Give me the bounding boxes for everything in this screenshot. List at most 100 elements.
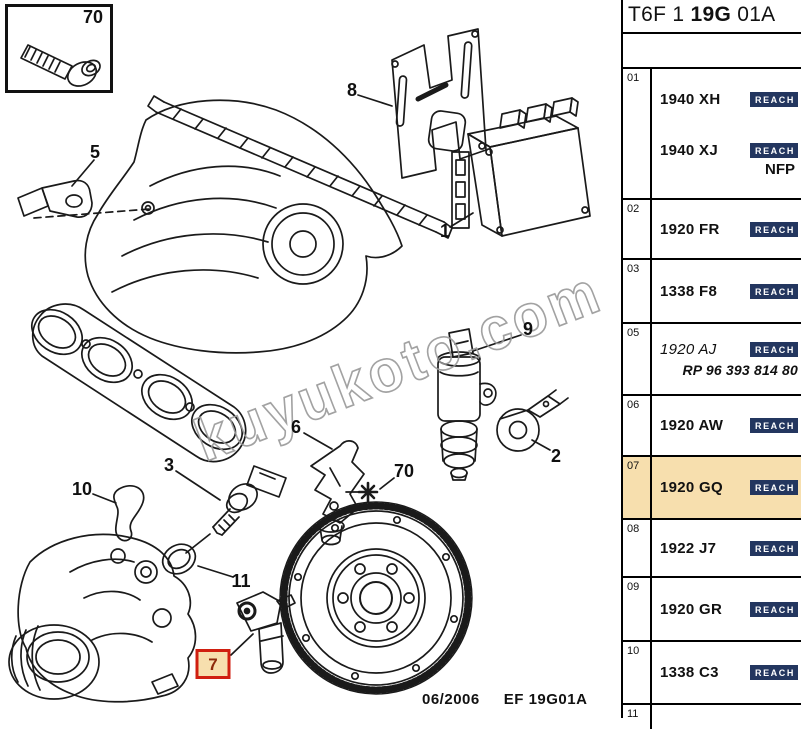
part-entry: 1940 XH REACH	[660, 91, 798, 108]
row-number: 07	[623, 457, 652, 518]
part-entry: 1920 GR REACH	[660, 601, 798, 618]
part-entry: 1940 XJ REACH	[660, 142, 798, 159]
parts-table-panel: T6F 1 19G 01A 01 1940 XH REACH 1940 XJ REACH…	[621, 0, 801, 729]
part-code[interactable]: 1920 GR	[660, 600, 723, 618]
part-code[interactable]: 1338 C3	[660, 664, 719, 681]
part-code[interactable]: 1922 J7	[660, 539, 717, 557]
part-entry: 1922 J7 REACH	[660, 540, 798, 557]
callout-3[interactable]: 3	[163, 455, 175, 475]
catalog-reference-suffix: 01A	[731, 3, 776, 26]
callout-1[interactable]: 1	[439, 221, 451, 241]
part-entry: 1338 F8 REACH	[660, 283, 798, 300]
diagram-footer: 06/2006 EF 19G01A	[422, 691, 587, 708]
reach-badge[interactable]: REACH	[749, 601, 798, 617]
inset-part-box: 70	[5, 4, 113, 93]
ecu-part1	[449, 97, 591, 237]
parts-row-10[interactable]: 10 1338 C3 REACH	[623, 642, 801, 705]
note-nfp: NFP	[765, 161, 795, 178]
inset-part-number: 70	[82, 7, 103, 27]
screw-icon	[20, 44, 101, 87]
reach-badge[interactable]: REACH	[749, 283, 798, 299]
thermostat-housing	[8, 533, 197, 703]
part-entry: 1920 AJ REACH	[660, 341, 798, 358]
parts-row-01[interactable]: 01 1940 XH REACH 1940 XJ REACH NFP	[623, 69, 801, 200]
row-number: 11	[623, 705, 652, 729]
callout-2[interactable]: 2	[550, 446, 562, 466]
clip-part10	[92, 484, 145, 542]
callout-9[interactable]: 9	[522, 319, 534, 339]
flywheel	[279, 501, 473, 695]
part-entry: 1920 AW REACH	[660, 417, 798, 434]
row-body: 1338 C3 REACH	[652, 642, 801, 703]
callout-8[interactable]: 8	[346, 80, 358, 100]
row-number: 10	[623, 642, 652, 703]
row-number: 05	[623, 324, 652, 394]
parts-row-05[interactable]: 05 1920 AJ REACH RP 96 393 814 80	[623, 324, 801, 396]
part-code[interactable]: 1940 XH	[660, 91, 721, 108]
reach-badge[interactable]: REACH	[749, 341, 798, 357]
part-code[interactable]: 1920 FR	[660, 220, 720, 238]
parts-row-09[interactable]: 09 1920 GR REACH	[623, 578, 801, 642]
callout-11[interactable]: 11	[231, 571, 251, 591]
row-body: 1920 GQ REACH	[652, 457, 801, 518]
row-body: 1920 FR REACH	[652, 200, 801, 258]
footer-code: EF 19G01A	[503, 691, 588, 708]
parts-row-03[interactable]: 03 1338 F8 REACH	[623, 260, 801, 324]
reach-badge[interactable]: REACH	[749, 665, 798, 680]
row-number: 03	[623, 260, 652, 322]
row-body: 1922 J7 REACH	[652, 520, 801, 576]
callout-5[interactable]: 5	[89, 142, 101, 162]
footer-date: 06/2006	[422, 691, 480, 708]
part-entry: 1338 C3 REACH	[660, 664, 798, 681]
row-body: 1920 AW REACH	[652, 396, 801, 455]
reach-badge[interactable]: REACH	[749, 221, 798, 237]
part-code[interactable]: 1920 AJ	[660, 340, 717, 358]
callout-layer: 5 8 1 9 2 6 70 3 10 11 7	[71, 80, 562, 679]
part-code[interactable]: 1940 XJ	[660, 142, 718, 159]
part-entry: 1920 FR REACH	[660, 221, 798, 238]
parts-row-06[interactable]: 06 1920 AW REACH	[623, 396, 801, 457]
callout-7-selected[interactable]: 7	[195, 649, 231, 679]
map-sensor-part5	[17, 159, 95, 218]
part-entry: 1920 GQ REACH	[660, 479, 798, 496]
catalog-reference: T6F 1 19G 01A	[623, 0, 801, 34]
catalog-reference-prefix: T6F 1	[628, 3, 691, 26]
solenoid-part9	[437, 328, 522, 481]
part-code[interactable]: 1338 F8	[660, 282, 718, 300]
replacement-part-number: RP 96 393 814 80	[682, 361, 798, 378]
parts-row-07[interactable]: 07 1920 GQ REACH	[623, 457, 801, 520]
parts-row-11[interactable]: 11	[623, 705, 801, 729]
reach-badge[interactable]: REACH	[749, 480, 798, 495]
parts-diagram: kuyukoto.com 70 5 8 1 9 2 6 70 3 10 11 7 06/2006 E…	[5, 4, 612, 708]
callout-6[interactable]: 6	[290, 417, 302, 437]
part-code[interactable]: 1920 GQ	[660, 479, 723, 496]
row-body	[652, 705, 801, 729]
reach-badge[interactable]: REACH	[749, 418, 798, 433]
callout-70[interactable]: 70	[393, 461, 415, 481]
row-body: 1338 F8 REACH	[652, 260, 801, 322]
row-number: 01	[623, 69, 652, 198]
row-body: 1940 XH REACH 1940 XJ REACH NFP	[652, 69, 801, 198]
exploded-view-drawing: kuyukoto.com	[8, 28, 612, 703]
reach-badge[interactable]: REACH	[749, 92, 798, 107]
knock-sensor-part2	[496, 389, 569, 452]
callout-10[interactable]: 10	[71, 479, 93, 499]
part-code[interactable]: 1920 AW	[660, 417, 724, 434]
watermark: kuyukoto.com	[186, 257, 611, 474]
row-number: 02	[623, 200, 652, 258]
gasket-part8	[357, 28, 487, 179]
temp-sensor-part3	[175, 465, 287, 554]
row-number: 06	[623, 396, 652, 455]
reach-badge[interactable]: REACH	[749, 143, 798, 158]
screw-mark-part70	[357, 477, 395, 503]
oring-part11	[161, 543, 234, 578]
row-body: 1920 AJ REACH RP 96 393 814 80	[652, 324, 801, 394]
catalog-reference-bold: 19G	[690, 3, 732, 26]
panel-empty-row	[623, 34, 801, 69]
reach-badge[interactable]: REACH	[749, 540, 798, 556]
row-number: 09	[623, 578, 652, 640]
row-body: 1920 GR REACH	[652, 578, 801, 640]
parts-row-02[interactable]: 02 1920 FR REACH	[623, 200, 801, 260]
